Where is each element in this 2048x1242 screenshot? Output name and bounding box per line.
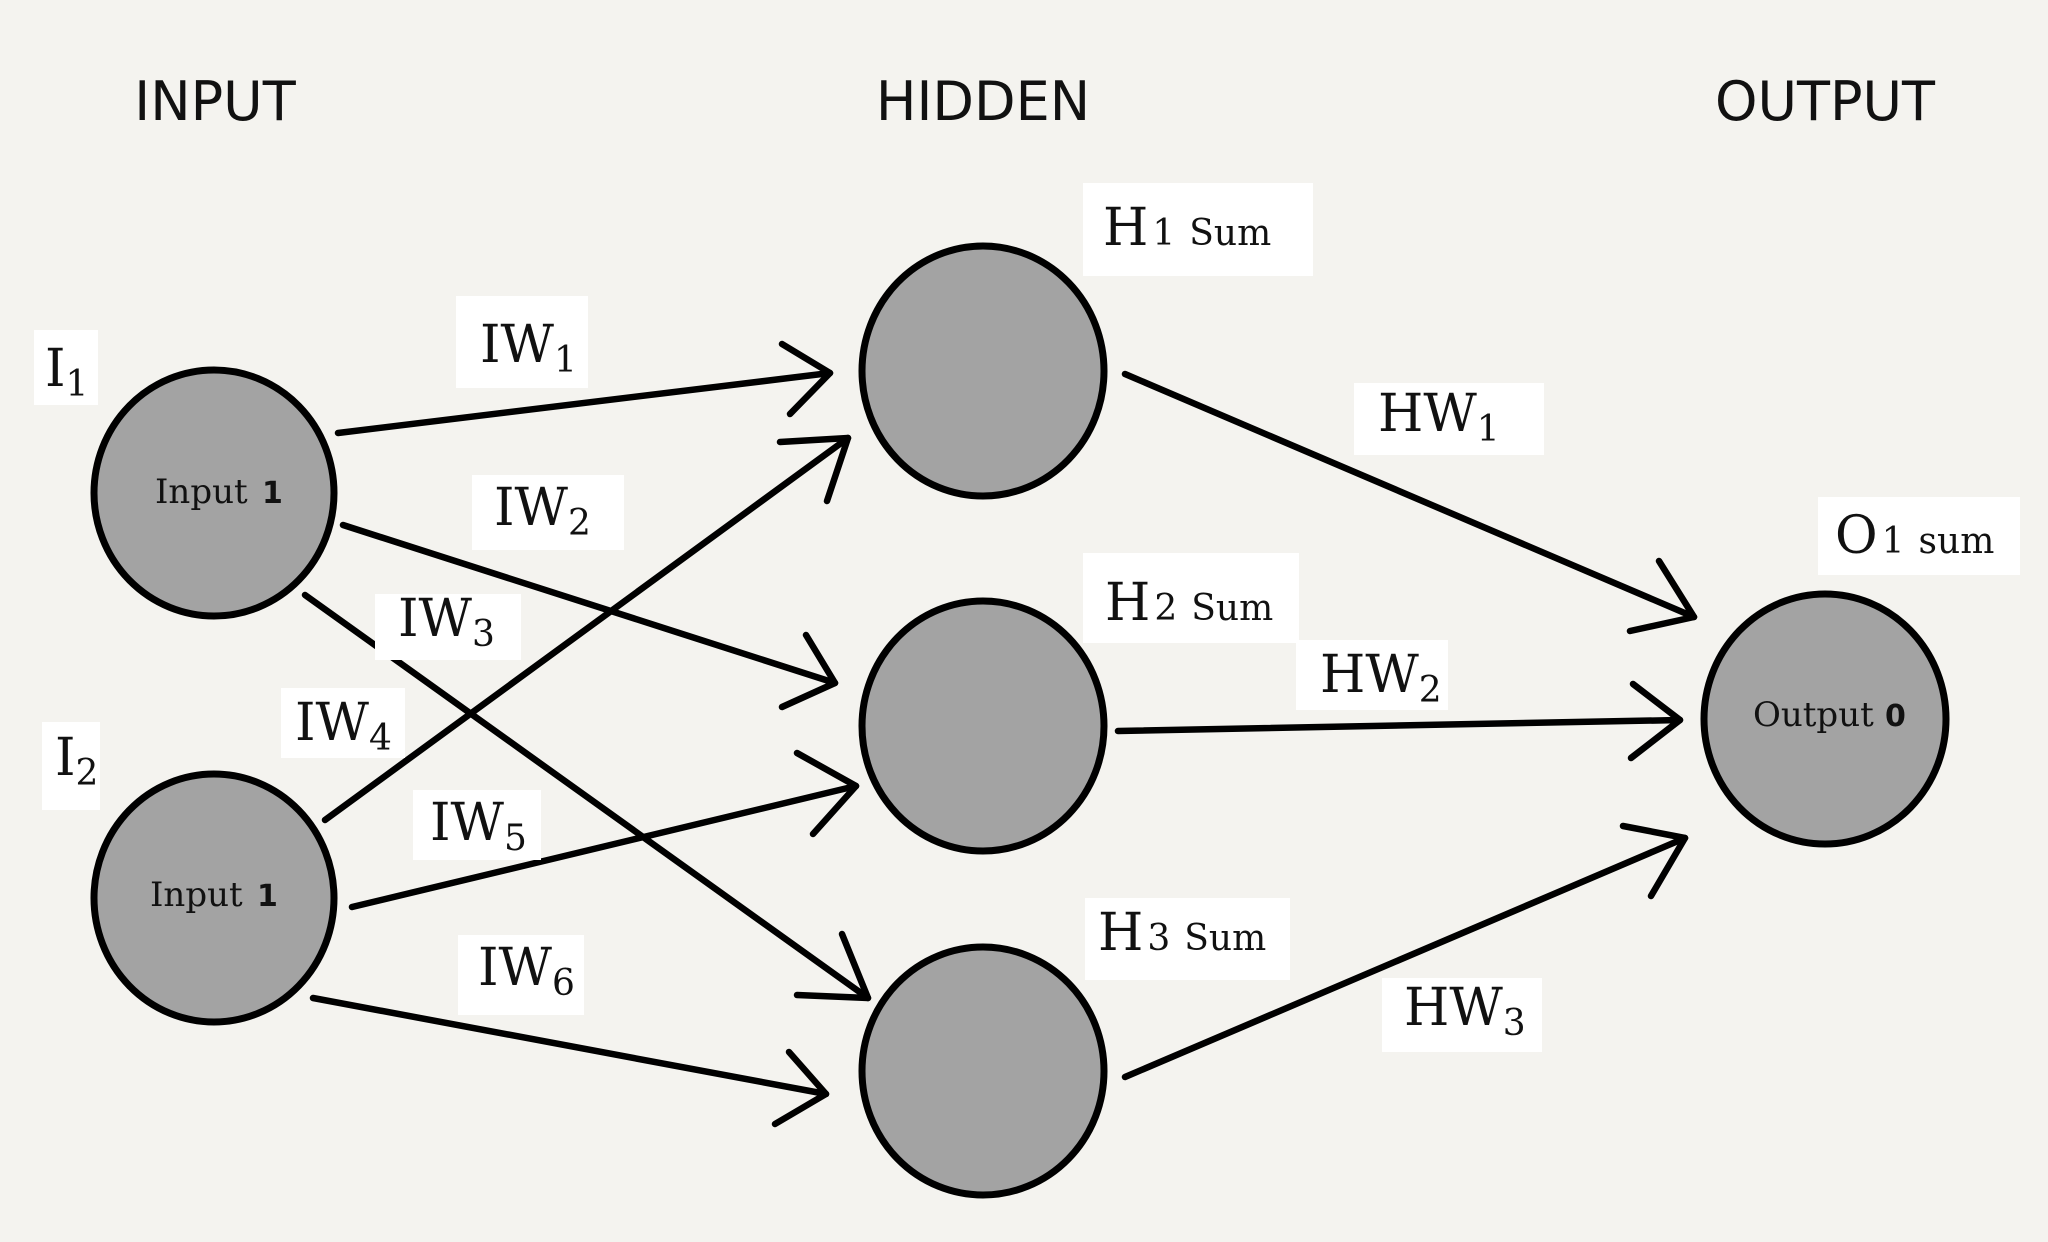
svg-text:IW1: IW1 xyxy=(480,315,577,381)
edge-iw4 xyxy=(321,434,852,824)
label-iw5-sub: 5 xyxy=(504,818,527,859)
hidden-node-2 xyxy=(858,597,1108,855)
output-node-number: 0 xyxy=(1885,699,1906,734)
svg-text:IW4: IW4 xyxy=(295,693,392,759)
edge-hw3 xyxy=(1121,822,1689,1081)
edge-hw1 xyxy=(1121,370,1698,635)
hidden-node-1 xyxy=(858,242,1108,500)
label-iw6-base: IW xyxy=(478,938,553,998)
edge-hw2 xyxy=(1114,680,1684,762)
column-title-output: OUTPUT xyxy=(1715,70,1936,133)
svg-text:HW3: HW3 xyxy=(1404,978,1526,1044)
label-iw5-base: IW xyxy=(430,793,505,853)
label-iw2: IW2 xyxy=(472,475,624,550)
hidden-node-3 xyxy=(858,943,1108,1199)
svg-text:IW3: IW3 xyxy=(398,589,495,655)
input-node-1-number: 1 xyxy=(262,476,283,511)
label-i2-sub: 2 xyxy=(76,753,99,794)
label-h2-sub: 2 xyxy=(1154,588,1177,629)
label-hw2: HW2 xyxy=(1296,640,1448,711)
label-hw1-base: HW xyxy=(1378,384,1477,444)
input-node-1: Input 1 xyxy=(90,366,338,620)
label-iw2-sub: 2 xyxy=(568,503,591,544)
label-hw2-sub: 2 xyxy=(1419,670,1442,711)
label-hw3: HW3 xyxy=(1382,978,1542,1052)
label-iw3-sub: 3 xyxy=(472,614,495,655)
label-h3-suffix: Sum xyxy=(1184,918,1266,959)
output-node-text: Output xyxy=(1753,695,1874,735)
input-node-2-number: 1 xyxy=(257,879,278,914)
label-h2-suffix: Sum xyxy=(1191,588,1273,629)
label-o1-suffix: sum xyxy=(1919,521,1995,562)
label-iw3: IW3 xyxy=(375,589,521,660)
label-iw1-sub: 1 xyxy=(554,340,577,381)
output-node: Output 0 xyxy=(1700,590,1950,848)
svg-text:IW2: IW2 xyxy=(494,478,591,544)
label-i2-base: I xyxy=(55,728,76,788)
input-node-2: Input 1 xyxy=(90,770,338,1026)
label-iw4-base: IW xyxy=(295,693,370,753)
label-h1-base: H xyxy=(1103,198,1148,258)
label-iw6: IW6 xyxy=(458,935,584,1015)
label-h3-sub: 3 xyxy=(1147,918,1170,959)
label-i1: I1 xyxy=(34,330,98,405)
label-hw3-base: HW xyxy=(1404,978,1503,1038)
label-iw6-sub: 6 xyxy=(552,963,575,1004)
edge-iw1 xyxy=(334,340,834,437)
svg-text:IW6: IW6 xyxy=(478,938,575,1004)
edge-iw5 xyxy=(348,749,860,911)
label-hw2-base: HW xyxy=(1320,645,1419,705)
svg-text:HW1: HW1 xyxy=(1378,384,1500,450)
svg-text:I1: I1 xyxy=(45,339,88,405)
edge-iw6 xyxy=(309,994,830,1128)
svg-text:I2: I2 xyxy=(55,728,98,794)
label-i1-sub: 1 xyxy=(66,364,89,405)
label-iw2-base: IW xyxy=(494,478,569,538)
label-o1-sub: 1 xyxy=(1882,521,1905,562)
label-iw4: IW4 xyxy=(281,688,405,759)
label-iw3-base: IW xyxy=(398,589,473,649)
svg-text:IW5: IW5 xyxy=(430,793,527,859)
label-iw1-base: IW xyxy=(480,315,555,375)
label-i2: I2 xyxy=(42,722,100,810)
label-h1-sub: 1 xyxy=(1152,213,1175,254)
column-title-input: INPUT xyxy=(134,70,296,133)
input-node-1-text: Input xyxy=(155,472,248,512)
label-hw3-sub: 3 xyxy=(1503,1003,1526,1044)
hidden-weight-edges xyxy=(1114,370,1698,1081)
label-iw5: IW5 xyxy=(413,790,541,860)
column-title-hidden: HIDDEN xyxy=(876,70,1090,133)
label-h1-suffix: Sum xyxy=(1189,213,1271,254)
label-i1-base: I xyxy=(45,339,66,399)
label-hw1: HW1 xyxy=(1354,383,1544,455)
svg-text:HW2: HW2 xyxy=(1320,645,1442,711)
label-h2-base: H xyxy=(1105,573,1150,633)
input-weight-edges xyxy=(301,340,872,1128)
edge-iw2 xyxy=(339,521,839,711)
label-iw1: IW1 xyxy=(456,296,588,388)
label-iw4-sub: 4 xyxy=(369,718,392,759)
label-h3-base: H xyxy=(1098,903,1143,963)
input-node-2-text: Input xyxy=(150,875,243,915)
label-hw1-sub: 1 xyxy=(1477,409,1500,450)
label-o1-base: O xyxy=(1835,506,1878,566)
edge-iw3 xyxy=(301,591,872,1002)
